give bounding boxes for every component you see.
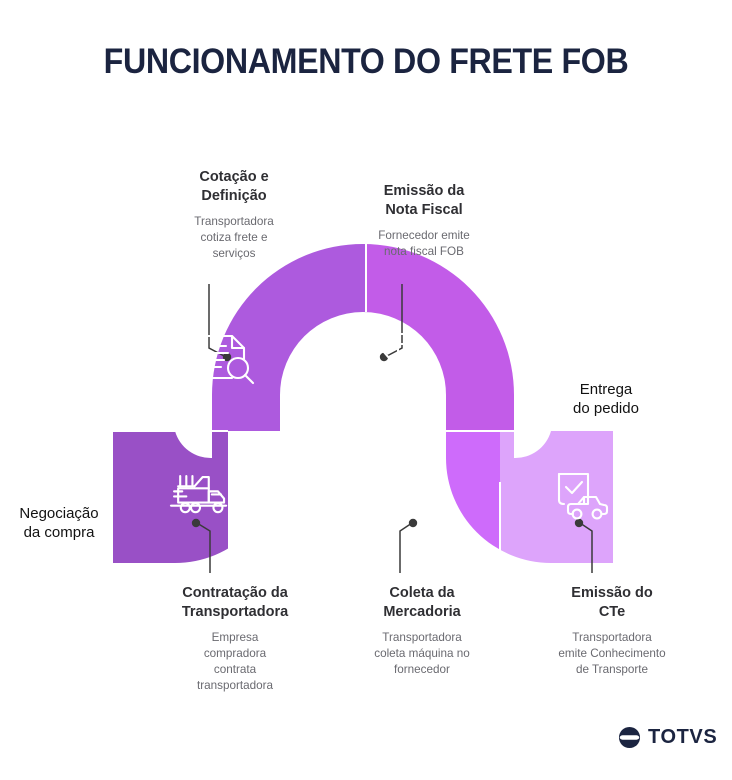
invoice-icon (368, 332, 411, 380)
callout-contratacao: Contratação da Transportadora Empresa co… (128, 584, 342, 694)
callout-title-cte: Emissão do CTe (571, 585, 653, 620)
delivery-check-icon (557, 472, 609, 520)
callout-body-nota-fiscal: Fornecedor emite nota fiscal FOB (378, 229, 470, 258)
dot-cte (574, 518, 584, 528)
segment-nota-fiscal (366, 244, 516, 431)
dot-coleta (408, 518, 418, 528)
callout-title-cotacao: Cotação e Definição (199, 169, 269, 204)
truck-icon (169, 475, 228, 514)
callout-title-entrega: Entrega do pedido (573, 381, 639, 417)
segment-cte (500, 431, 613, 563)
segment-coleta (366, 431, 500, 563)
segment-dividers (113, 244, 516, 563)
callout-body-cte: Transportadora emite Conhecimento de Tra… (558, 631, 666, 676)
callout-body-coleta: Transportadora coleta máquina no fornece… (374, 631, 470, 676)
crane-container-icon (388, 470, 431, 519)
leader-contratacao (196, 522, 211, 573)
callout-body-cotacao: Transportadora cotiza frete e serviços (194, 215, 274, 260)
callout-title-coleta: Coleta da Mercadoria (383, 585, 461, 620)
document-search-icon (205, 334, 255, 385)
callout-title-nota-fiscal: Emissão da Nota Fiscal (383, 183, 465, 218)
page-title: FUNCIONAMENTO DO FRETE FOB (103, 42, 629, 81)
callout-title-contratacao: Contratação da Transportadora (181, 585, 289, 620)
callout-cte: Emissão do CTe Transportadora emite Conh… (512, 584, 712, 678)
leader-nota-fiscal (384, 284, 403, 358)
totvs-mark-icon (618, 726, 641, 749)
callout-title-negociacao: Negociação da compra (19, 505, 99, 541)
callout-cotacao: Cotação e Definição Transportadora cotiz… (134, 168, 334, 262)
callout-negociacao-da-compra: Negociação da compra (0, 505, 124, 542)
dot-cotacao (222, 352, 232, 362)
callout-coleta: Coleta da Mercadoria Transportadora cole… (322, 584, 522, 678)
leader-cte (579, 522, 593, 573)
callout-body-contratacao: Empresa compradora contrata transportado… (196, 631, 273, 692)
callout-entrega-do-pedido: Entrega do pedido (512, 381, 700, 418)
dot-contratacao (191, 518, 201, 528)
brand-name: TOTVS (648, 726, 718, 748)
leader-coleta (399, 522, 413, 573)
callout-nota-fiscal: Emissão da Nota Fiscal Fornecedor emite … (324, 182, 524, 260)
brand-logo: TOTVS (618, 726, 717, 749)
